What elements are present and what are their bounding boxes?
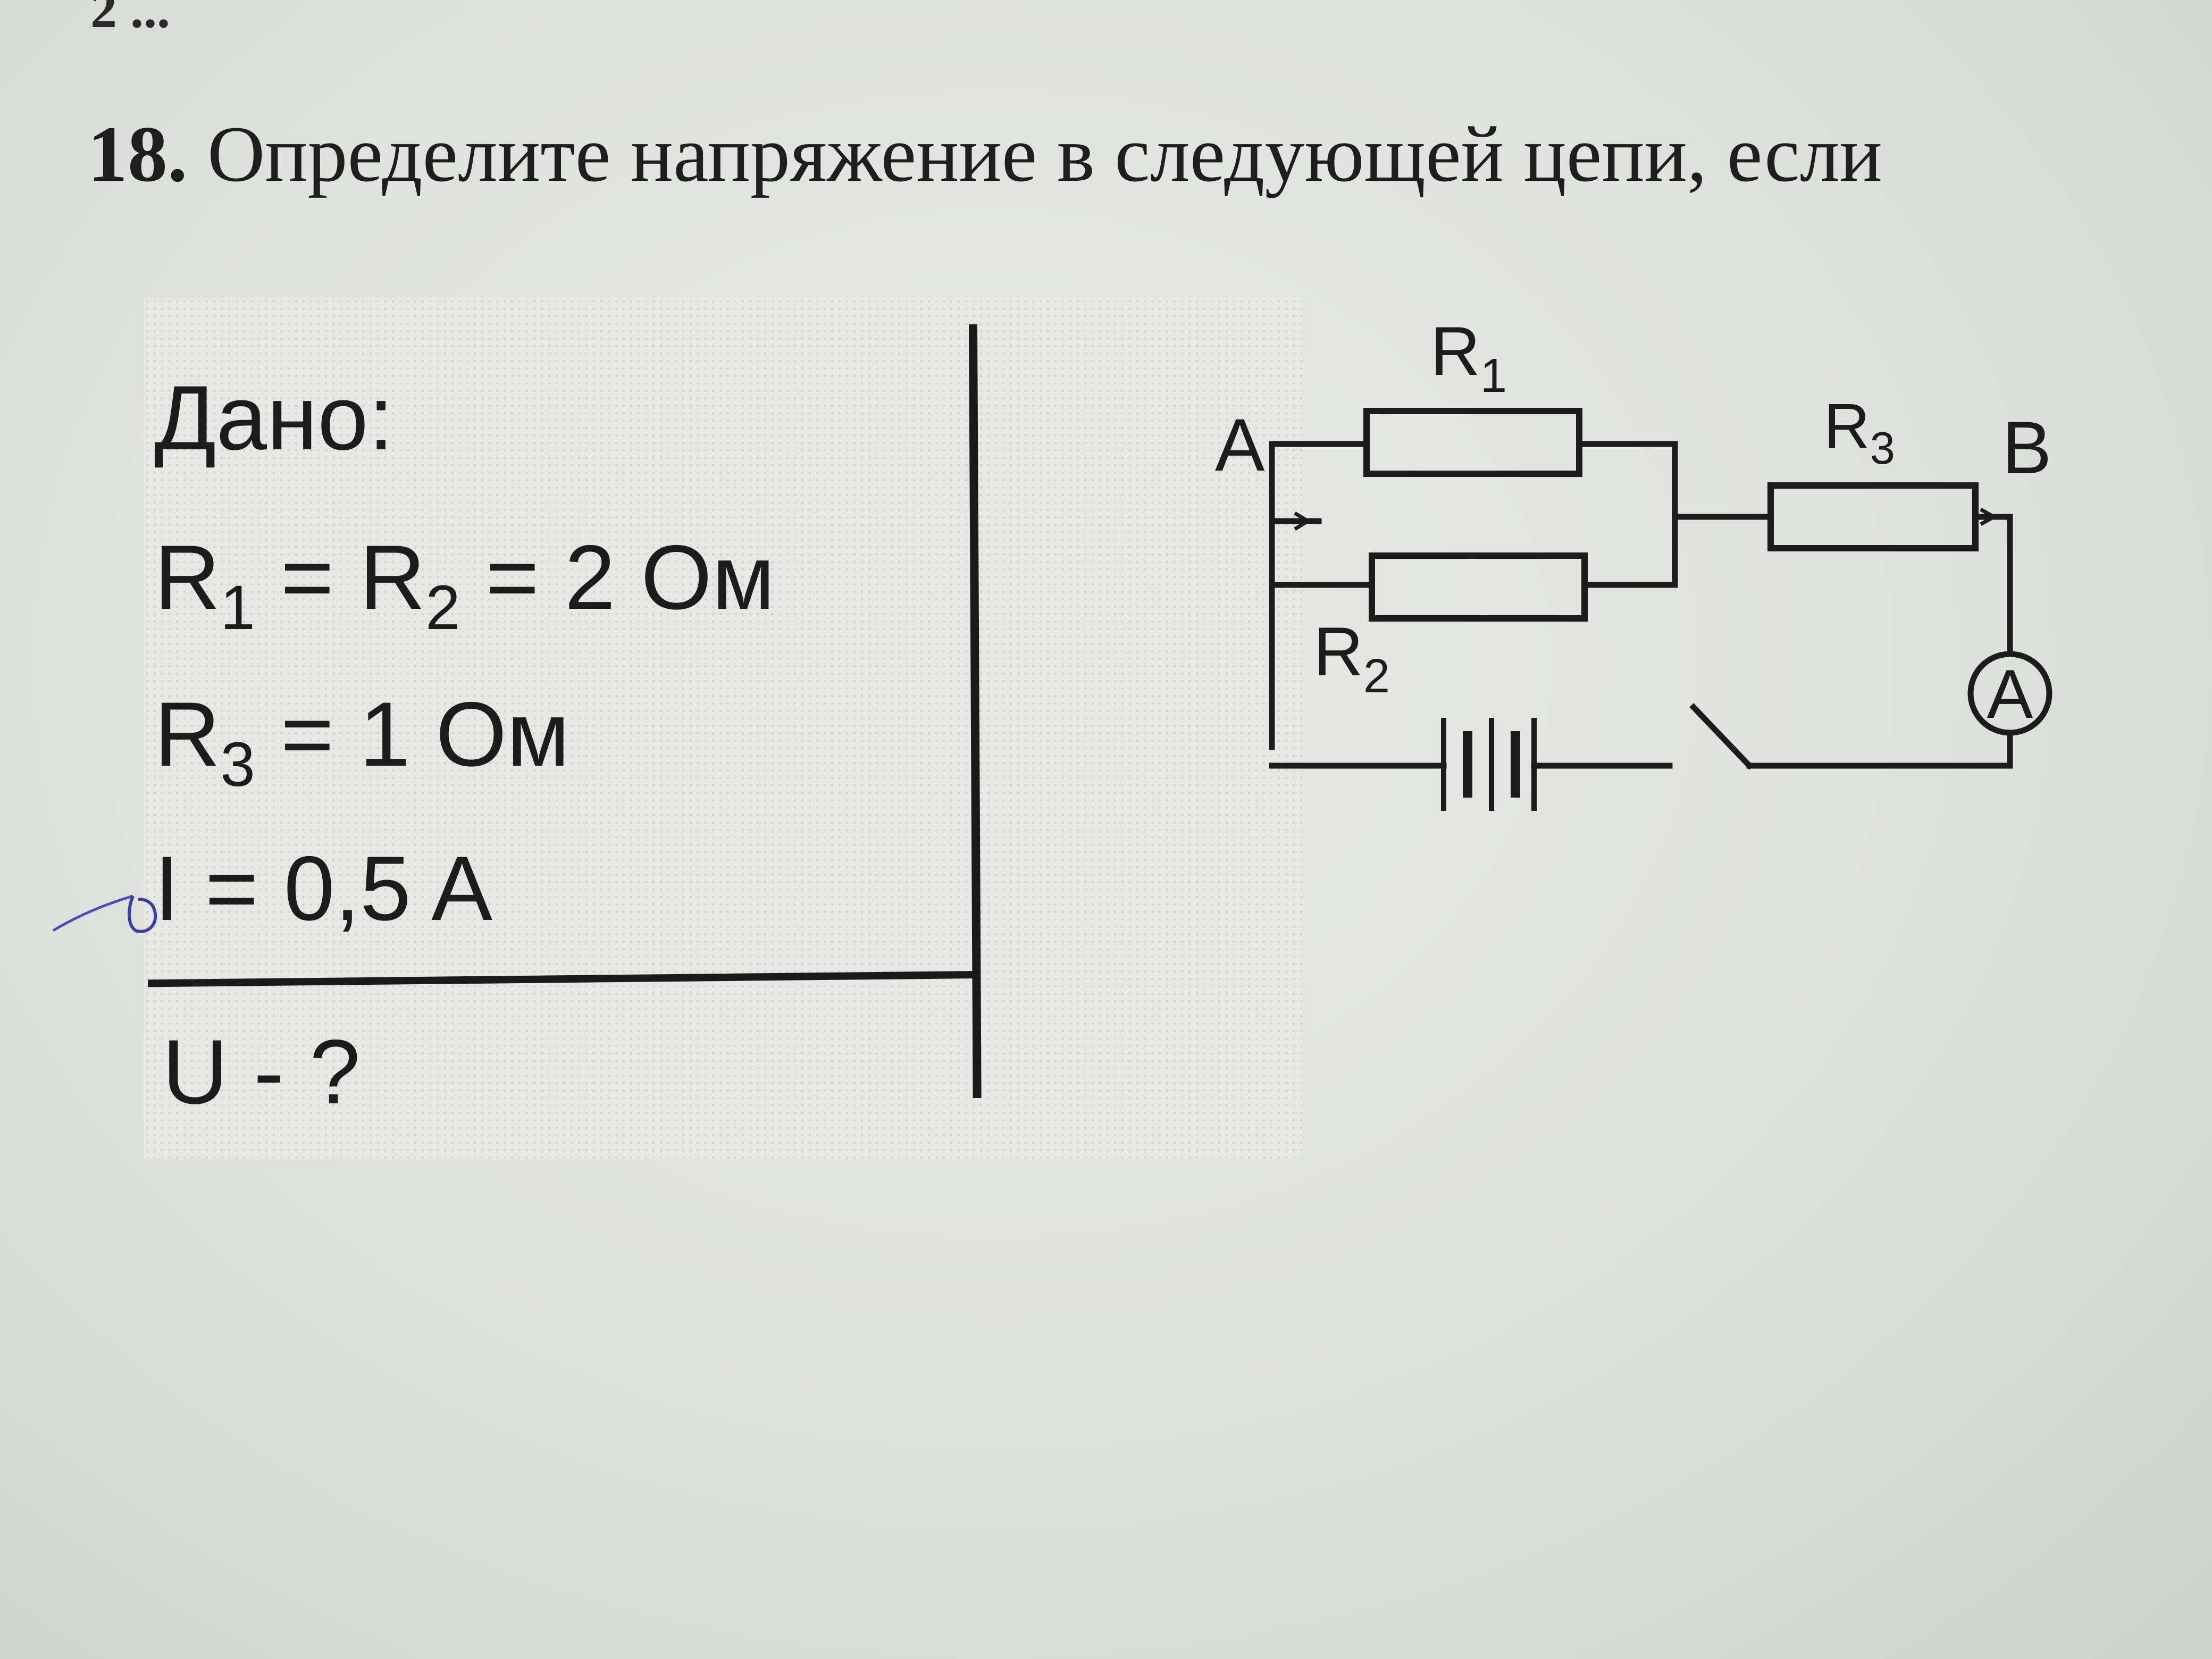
r3-label: R3 <box>1824 390 1895 474</box>
given-r1-r2: R1 = R2 = 2 Ом <box>154 526 775 643</box>
wire-parallel-right <box>1576 441 1678 588</box>
given-find: U - ? <box>162 1021 361 1123</box>
given-panel <box>144 298 1303 1159</box>
resistor-r3 <box>1767 482 1979 551</box>
problem-number: 18. <box>88 110 188 198</box>
resistor-r2 <box>1369 552 1588 622</box>
wire-ammeter-to-switch <box>1746 730 2013 769</box>
problem-heading: 18. Определите напряжение в следующей це… <box>88 114 1882 194</box>
wire-left-vertical <box>1269 518 1322 750</box>
ammeter-label: A <box>1987 655 2033 733</box>
cut-off-previous-line: 2 ... <box>90 0 170 39</box>
resistor-r1 <box>1363 408 1582 477</box>
current-arrowhead-a <box>1294 511 1312 531</box>
circuit-diagram: A A B R1 R2 R3 <box>1215 312 2052 811</box>
node-a-label: A <box>1215 403 1265 487</box>
circuit-wires <box>1269 441 2013 770</box>
battery-icon <box>1441 718 1537 811</box>
current-arrowhead-b <box>1980 507 1998 526</box>
pen-check-mark <box>52 894 157 933</box>
problem-text: Определите напряжение в следующей цепи, … <box>207 110 1882 198</box>
given-current: I = 0,5 A <box>154 837 492 940</box>
wire-b-to-ammeter <box>1972 514 2013 657</box>
r2-label: R2 <box>1313 613 1390 703</box>
r1-label: R1 <box>1430 312 1507 403</box>
switch-blade <box>1689 703 1754 770</box>
given-heading: Дано: <box>154 367 394 469</box>
given-r3: R3 = 1 Ом <box>154 683 570 800</box>
node-b-label: B <box>2002 406 2051 489</box>
ammeter-icon <box>1967 651 2052 736</box>
